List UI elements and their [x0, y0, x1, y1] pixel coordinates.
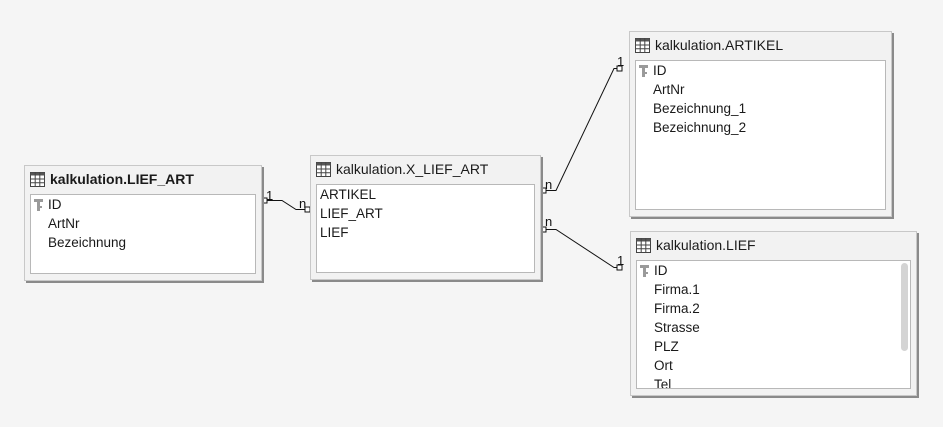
field-row[interactable]: LIEF_ART	[317, 204, 534, 223]
field-row[interactable]: Ort	[637, 356, 910, 375]
field-row[interactable]: Tel	[637, 375, 910, 389]
cardinality-one-label: 1	[617, 253, 625, 268]
table-title: kalkulation.LIEF_ART	[50, 171, 194, 187]
table-window-lief[interactable]: kalkulation.LIEF ID Firma.1 Firma.2 Stra…	[630, 231, 917, 396]
table-title: kalkulation.LIEF	[656, 237, 756, 253]
primary-key-icon	[640, 265, 649, 277]
field-row[interactable]: PLZ	[637, 337, 910, 356]
table-title-bar[interactable]: kalkulation.LIEF	[631, 232, 916, 258]
table-title-bar[interactable]: kalkulation.ARTIKEL	[630, 32, 891, 58]
field-row[interactable]: Bezeichnung	[31, 233, 255, 252]
field-name: Tel	[654, 377, 672, 389]
field-list[interactable]: ID ArtNr Bezeichnung_1 Bezeichnung_2	[635, 60, 886, 210]
field-row[interactable]: ID	[636, 61, 885, 80]
table-title-bar[interactable]: kalkulation.LIEF_ART	[25, 166, 261, 192]
primary-key-icon	[34, 199, 43, 211]
vertical-scrollbar[interactable]	[901, 263, 908, 351]
relation-line-x-lief-art-artikel[interactable]	[540, 65, 623, 194]
field-row[interactable]: Bezeichnung_1	[636, 99, 885, 118]
field-list[interactable]: ARTIKEL LIEF_ART LIEF	[316, 184, 535, 273]
table-grid-icon	[635, 37, 650, 53]
field-name: Firma.2	[654, 301, 700, 316]
cardinality-many-label: n	[545, 177, 553, 192]
field-name: ID	[653, 63, 667, 78]
field-row[interactable]: Strasse	[637, 318, 910, 337]
cardinality-one-label: 1	[617, 54, 625, 69]
field-row[interactable]: ArtNr	[636, 80, 885, 99]
table-grid-icon	[636, 237, 651, 253]
field-name: ID	[48, 197, 62, 212]
field-name: ARTIKEL	[320, 187, 377, 202]
table-grid-icon	[316, 161, 331, 177]
field-list[interactable]: ID Firma.1 Firma.2 Strasse PLZ Ort Tel	[636, 260, 911, 389]
field-row[interactable]: Firma.1	[637, 280, 910, 299]
table-window-artikel[interactable]: kalkulation.ARTIKEL ID ArtNr Bezeichnung…	[629, 31, 892, 217]
field-name: ArtNr	[653, 82, 685, 97]
field-name: PLZ	[654, 339, 679, 354]
field-name: ID	[654, 263, 668, 278]
table-window-x-lief-art[interactable]: kalkulation.X_LIEF_ART ARTIKEL LIEF_ART …	[310, 155, 541, 280]
field-list[interactable]: ID ArtNr Bezeichnung	[30, 194, 256, 274]
field-name: Firma.1	[654, 282, 700, 297]
field-name: Bezeichnung	[48, 235, 127, 250]
field-name: LIEF_ART	[320, 206, 383, 221]
field-row[interactable]: Bezeichnung_2	[636, 118, 885, 137]
table-title: kalkulation.X_LIEF_ART	[336, 161, 489, 177]
primary-key-icon	[639, 65, 648, 77]
field-row[interactable]: ID	[637, 261, 910, 280]
field-name: Strasse	[654, 320, 700, 335]
field-name: LIEF	[320, 225, 349, 240]
table-window-lief-art[interactable]: kalkulation.LIEF_ART ID ArtNr Bezeichnun…	[24, 165, 262, 281]
field-name: ArtNr	[48, 216, 80, 231]
cardinality-many-label: n	[299, 196, 307, 211]
cardinality-many-label: n	[545, 214, 553, 229]
field-row[interactable]: ARTIKEL	[317, 185, 534, 204]
field-name: Bezeichnung_2	[653, 120, 747, 135]
field-name: Ort	[654, 358, 673, 373]
relation-line-lief-art-x-lief-art[interactable]	[261, 197, 311, 213]
table-title: kalkulation.ARTIKEL	[655, 37, 784, 53]
field-row[interactable]: Firma.2	[637, 299, 910, 318]
field-row[interactable]: ID	[31, 195, 255, 214]
field-row[interactable]: LIEF	[317, 223, 534, 242]
relation-line-x-lief-art-lief[interactable]	[540, 226, 623, 271]
table-title-bar[interactable]: kalkulation.X_LIEF_ART	[311, 156, 540, 182]
cardinality-one-label: 1	[266, 188, 274, 203]
field-row[interactable]: ArtNr	[31, 214, 255, 233]
field-name: Bezeichnung_1	[653, 101, 747, 116]
table-grid-icon	[30, 171, 45, 187]
